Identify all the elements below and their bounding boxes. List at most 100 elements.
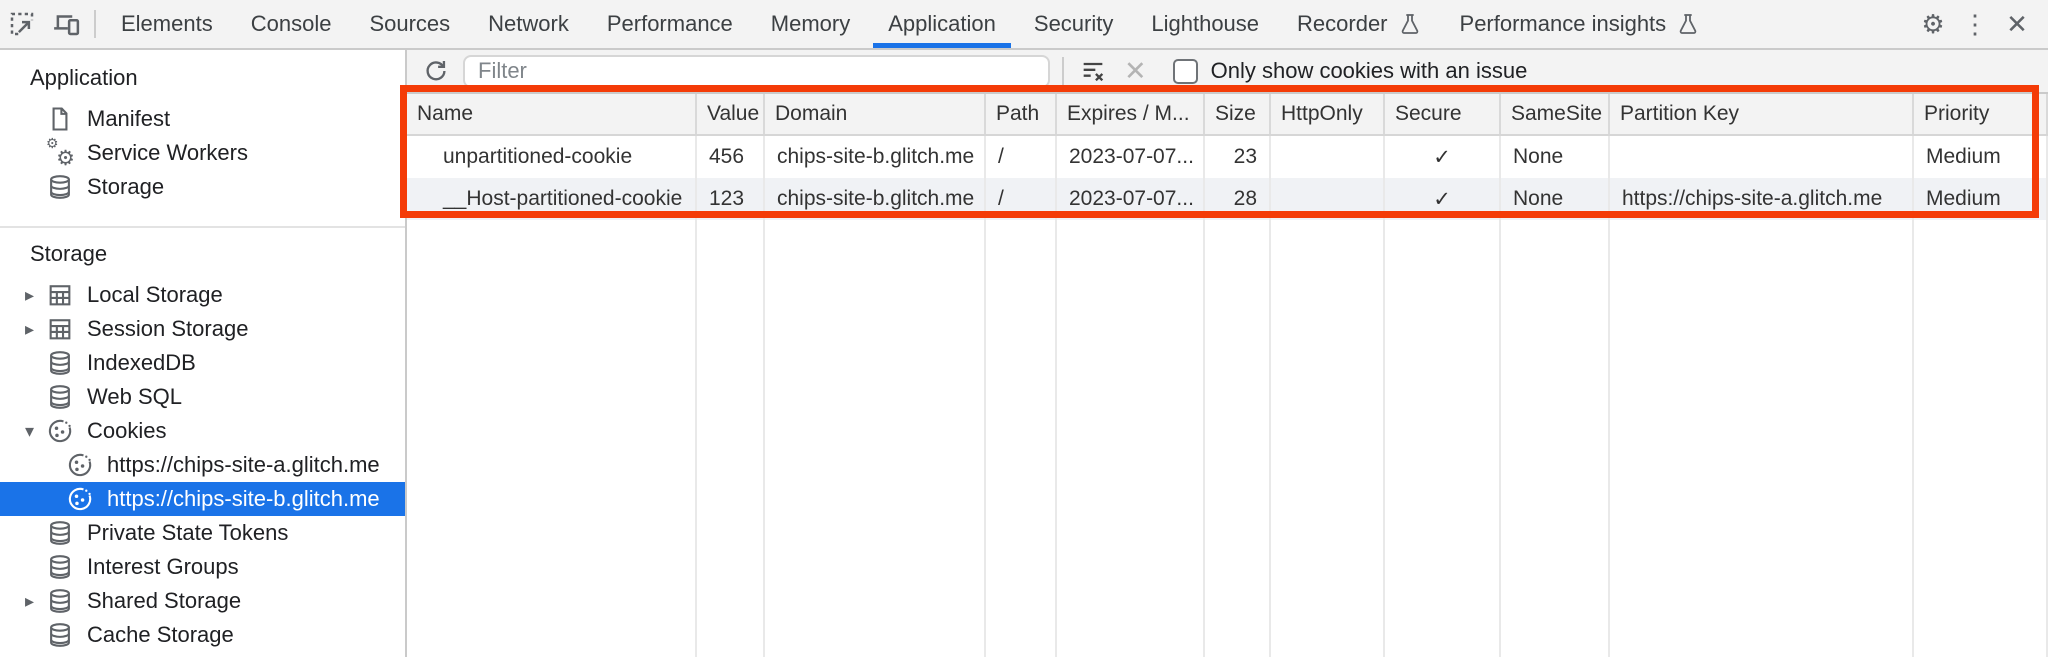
column-header-partition-key[interactable]: Partition Key	[1610, 94, 1914, 134]
database-icon	[46, 621, 74, 649]
tab-lighthouse[interactable]: Lighthouse	[1132, 0, 1278, 48]
experiment-flask-icon	[1676, 12, 1700, 36]
sidebar-item-label: Manifest	[87, 106, 171, 131]
sidebar-item-label: Session Storage	[87, 316, 249, 341]
database-icon	[46, 553, 74, 581]
column-header-samesite[interactable]: SameSite	[1501, 94, 1610, 134]
sidebar-item-label: Storage	[87, 174, 165, 199]
chevron-right-icon[interactable]: ▸	[25, 284, 35, 305]
sidebar-item-service-workers[interactable]: ⚙⚙ Service Workers	[0, 136, 405, 170]
refresh-icon[interactable]	[419, 54, 453, 88]
cookie-icon	[66, 485, 94, 513]
sidebar-item-cookies[interactable]: ▾ Cookies	[0, 414, 405, 448]
cookies-toolbar: ✕ Only show cookies with an issue	[407, 50, 2048, 94]
sidebar-item-shared-storage[interactable]: ▸ Shared Storage	[0, 584, 405, 618]
tab-recorder[interactable]: Recorder	[1278, 0, 1440, 48]
tab-label: Console	[250, 11, 332, 36]
cookies-panel: ✕ Only show cookies with an issue NameVa…	[407, 50, 2048, 657]
tab-security[interactable]: Security	[1015, 0, 1132, 48]
sidebar-item-interest-groups[interactable]: Interest Groups	[0, 550, 405, 584]
tab-performance[interactable]: Performance	[588, 0, 752, 48]
column-header-secure[interactable]: Secure	[1385, 94, 1501, 134]
sidebar-item-label: Local Storage	[87, 282, 223, 307]
sidebar-item-storage[interactable]: Storage	[0, 170, 405, 204]
cell-value: 456	[697, 136, 765, 178]
database-icon	[46, 519, 74, 547]
cell-httponly	[1271, 136, 1385, 178]
sidebar-item-local-storage[interactable]: ▸ Local Storage	[0, 278, 405, 312]
database-icon	[46, 173, 74, 201]
device-toolbar-icon[interactable]	[44, 0, 88, 48]
column-header-size[interactable]: Size	[1205, 94, 1271, 134]
sidebar-item-label: IndexedDB	[87, 350, 196, 375]
cookie-table-filler	[407, 220, 2048, 657]
tab-label: Performance	[606, 11, 733, 36]
tab-console[interactable]: Console	[232, 0, 351, 48]
sidebar-item-label: https://chips-site-a.glitch.me	[107, 452, 380, 477]
sidebar-item-manifest[interactable]: Manifest	[0, 102, 405, 136]
close-icon[interactable]: ✕	[2006, 8, 2028, 39]
sidebar-item-label: Private State Tokens	[87, 520, 289, 545]
table-icon	[46, 315, 74, 343]
tab-application[interactable]: Application	[869, 0, 1015, 48]
sidebar-item-label: Service Workers	[87, 140, 248, 165]
sidebar-item-label: Cookies	[87, 418, 167, 443]
only-show-issue-checkbox[interactable]	[1172, 58, 1198, 84]
inspect-icon[interactable]	[0, 0, 44, 48]
clear-icon[interactable]: ✕	[1124, 55, 1147, 86]
chevron-right-icon[interactable]: ▸	[25, 318, 35, 339]
toolbar-divider	[94, 10, 96, 38]
empty-column-area	[1501, 220, 1610, 657]
chevron-right-icon[interactable]: ▸	[25, 590, 35, 611]
filter-input[interactable]	[463, 54, 1050, 88]
tab-label: Performance insights	[1459, 11, 1667, 36]
tab-memory[interactable]: Memory	[752, 0, 869, 48]
gear-icon[interactable]: ⚙	[1921, 8, 1945, 39]
tab-sources[interactable]: Sources	[350, 0, 469, 48]
cell-path: /	[986, 178, 1057, 220]
tab-elements[interactable]: Elements	[102, 0, 232, 48]
empty-column-area	[1914, 220, 2048, 657]
database-icon	[46, 349, 74, 377]
sidebar-section-title: Storage	[30, 241, 108, 266]
table-icon	[46, 281, 74, 309]
clear-filter-icon[interactable]	[1076, 54, 1110, 88]
panel-tabs: Elements Console Sources Network Performance…	[102, 0, 1898, 48]
sidebar-item-cache-storage[interactable]: Cache Storage	[0, 618, 405, 652]
sidebar-item-session-storage[interactable]: ▸ Session Storage	[0, 312, 405, 346]
column-header-priority[interactable]: Priority	[1914, 94, 2048, 134]
column-header-name[interactable]: Name	[407, 94, 697, 134]
sidebar-item-indexeddb[interactable]: IndexedDB	[0, 346, 405, 380]
tab-label: Network	[488, 11, 569, 36]
column-header-value[interactable]: Value	[697, 94, 765, 134]
cell-partition-key: https://chips-site-a.glitch.me	[1610, 178, 1914, 220]
only-show-issue-label: Only show cookies with an issue	[1210, 58, 1528, 83]
sidebar-item-https-chips-site-a-glitch-me[interactable]: https://chips-site-a.glitch.me	[0, 448, 405, 482]
tab-performance-insights[interactable]: Performance insights	[1441, 0, 1720, 48]
tab-network[interactable]: Network	[469, 0, 588, 48]
sidebar-item-web-sql[interactable]: Web SQL	[0, 380, 405, 414]
column-header-path[interactable]: Path	[986, 94, 1057, 134]
database-icon	[46, 587, 74, 615]
column-header-httponly[interactable]: HttpOnly	[1271, 94, 1385, 134]
column-header-domain[interactable]: Domain	[765, 94, 986, 134]
more-menu-icon[interactable]: ⋮	[1962, 8, 1988, 39]
column-header-expires-m[interactable]: Expires / M...	[1057, 94, 1205, 134]
sidebar-item-https-chips-site-b-glitch-me[interactable]: https://chips-site-b.glitch.me	[0, 482, 405, 516]
cell-samesite: None	[1501, 136, 1610, 178]
empty-column-area	[765, 220, 986, 657]
service-worker-icon: ⚙⚙	[46, 135, 75, 170]
chevron-down-icon[interactable]: ▾	[25, 420, 35, 441]
sidebar-item-label: Shared Storage	[87, 588, 242, 613]
toolbar-right-controls: ⚙ ⋮ ✕	[1898, 0, 2048, 48]
sidebar-item-private-state-tokens[interactable]: Private State Tokens	[0, 516, 405, 550]
